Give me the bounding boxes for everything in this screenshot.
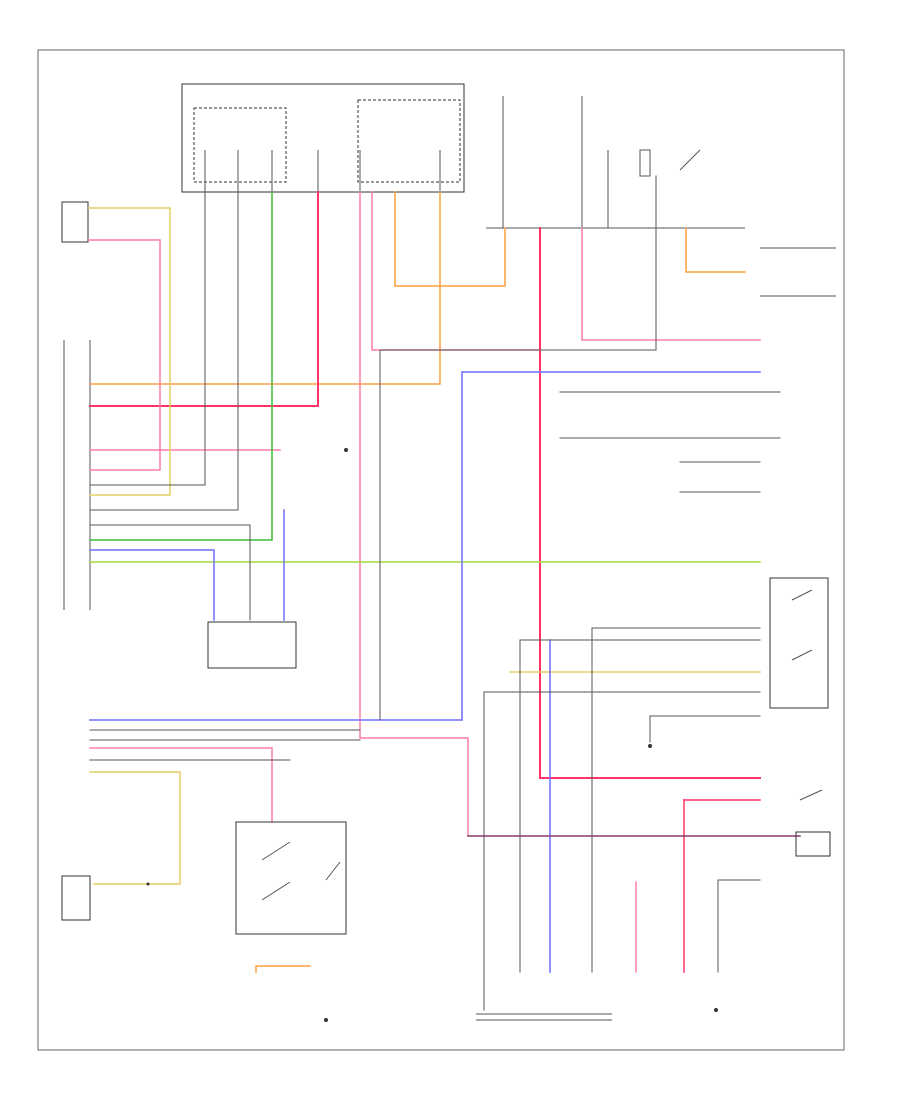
pressure-contact-1 [261,841,291,861]
pressure-contact-2 [261,881,291,901]
colored-wires [89,175,801,1011]
ground-symbols [146,448,718,1022]
control-module-inner-left [193,107,287,183]
mid-left-module [207,621,297,669]
right-switch-contact-1 [791,589,813,601]
pressure-switch-box [235,821,347,935]
control-module-box [181,83,465,193]
relay-coil [639,149,651,177]
sensor-top-left [61,201,89,243]
right-lower-component [795,831,831,857]
control-module-inner-right [357,99,461,183]
relay-contact [679,149,701,171]
pressure-contact-3 [325,861,341,881]
diagram-frame [37,49,845,1051]
control-module-pins [204,150,441,192]
right-switch-contact-3 [799,789,823,801]
right-switch-contact-2 [791,649,813,661]
right-switch-cluster [769,577,829,709]
sensor-bottom-left [61,875,91,921]
